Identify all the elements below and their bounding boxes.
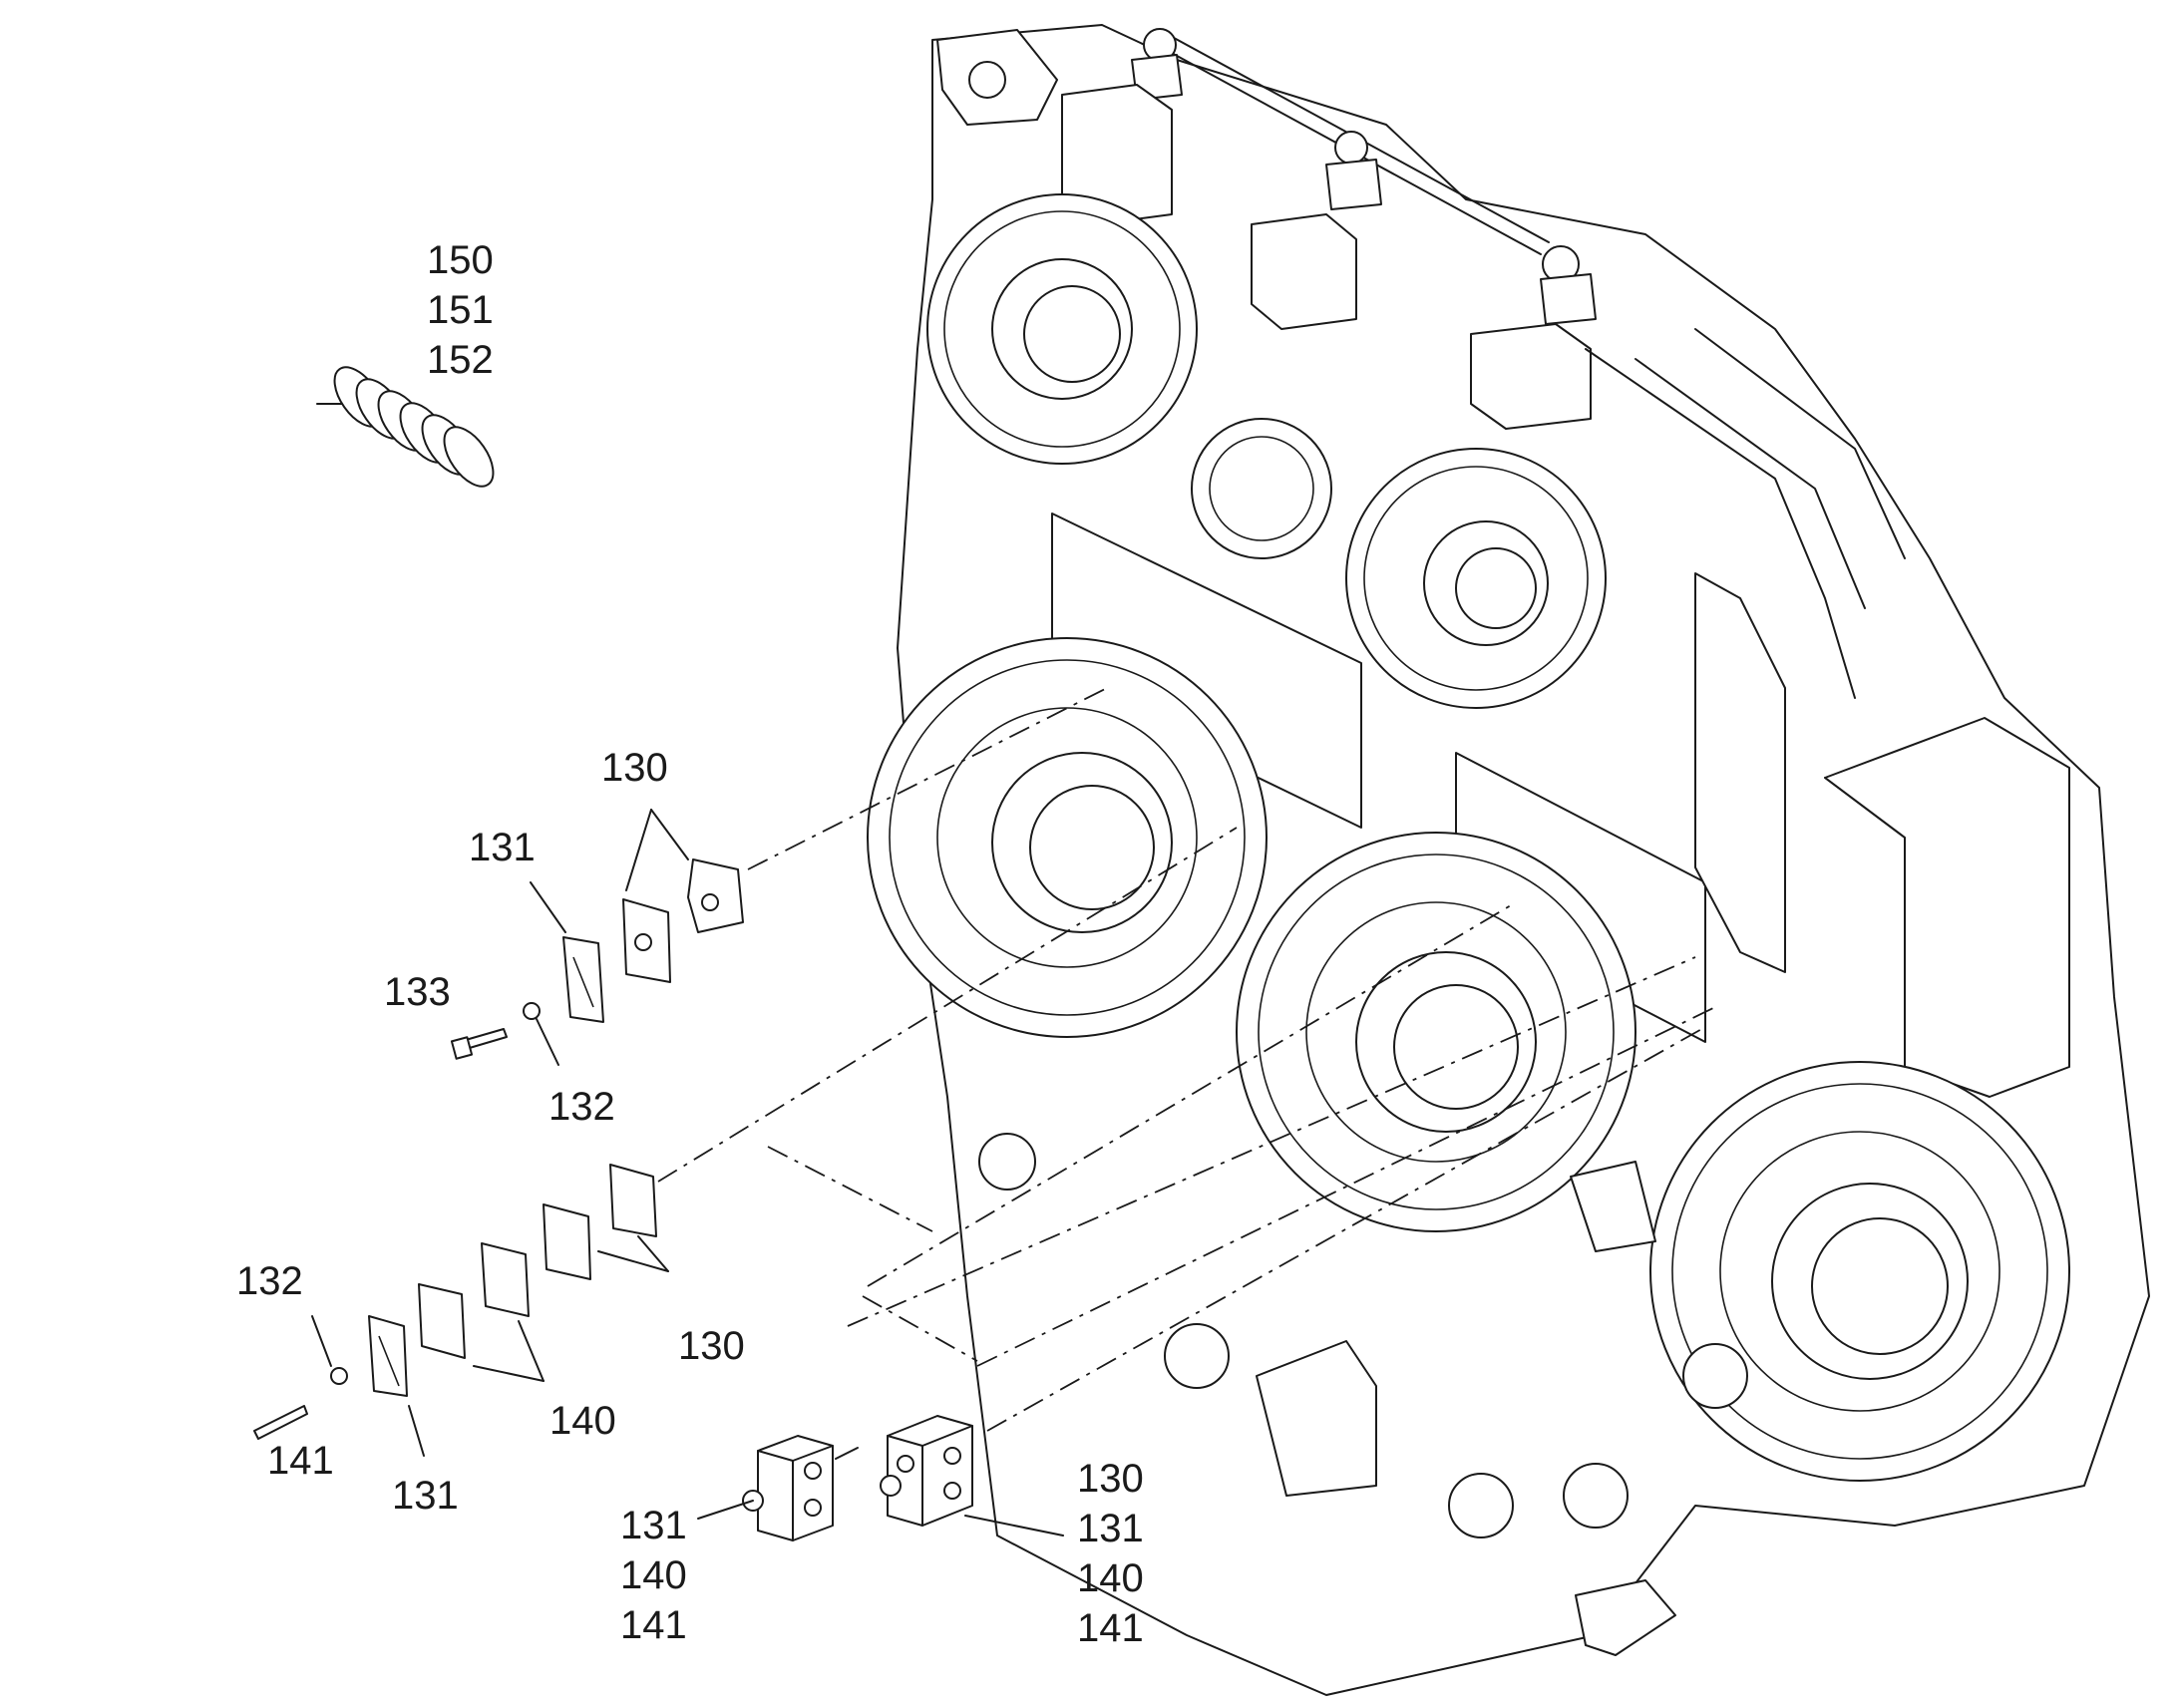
lower-clamp-group — [253, 827, 1716, 1457]
callout-lower-bolt-141: 141 — [267, 1439, 334, 1483]
callout-141: 141 — [1077, 1606, 1144, 1650]
callout-130: 130 — [1077, 1457, 1144, 1501]
assembled-clamp-left — [697, 1435, 859, 1541]
callout-lower-washer-132: 132 — [236, 1259, 303, 1303]
callout-assembly-right: 130 131 140 141 — [1077, 1454, 1144, 1653]
callout-upper-clamp-130: 130 — [601, 746, 668, 790]
callout-lower-plate-131: 131 — [392, 1474, 459, 1518]
callout-spring: 150 151 152 — [427, 235, 494, 385]
callout-140: 140 — [1077, 1556, 1144, 1600]
upper-clamp-group — [450, 687, 1108, 1066]
callout-lower-clamp-130: 130 — [678, 1324, 745, 1368]
callout-152: 152 — [427, 338, 494, 382]
gearbox-housing — [867, 24, 2150, 1696]
callout-upper-washer-132: 132 — [548, 1085, 615, 1129]
callout-assembly-left: 131 140 141 — [620, 1501, 687, 1650]
callout-151: 151 — [427, 288, 494, 332]
callout-131: 131 — [1077, 1507, 1144, 1550]
callout-140: 140 — [620, 1553, 687, 1597]
callout-upper-bolt-133: 133 — [384, 970, 451, 1014]
callout-150: 150 — [427, 238, 494, 282]
assembled-clamp-right — [880, 1415, 1064, 1537]
callout-141: 141 — [620, 1603, 687, 1647]
callout-upper-plate-131: 131 — [469, 826, 536, 869]
spring-part — [316, 366, 495, 488]
callout-lower-clamp-140: 140 — [549, 1399, 616, 1443]
callout-131: 131 — [620, 1504, 687, 1547]
